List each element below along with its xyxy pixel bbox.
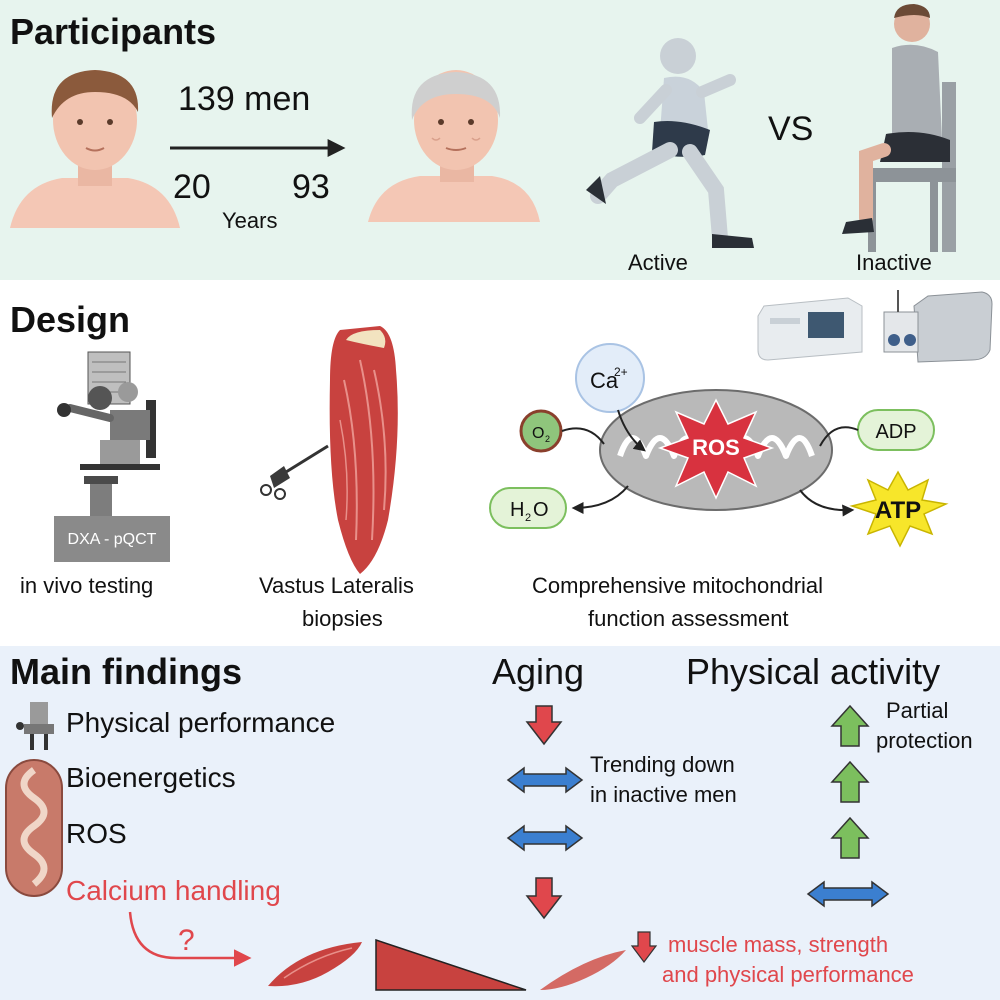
in-vivo-label: in vivo testing (20, 573, 153, 598)
biopsy-label-line1: Vastus Lateralis (259, 573, 414, 598)
activity-calcium-neutral-arrow (806, 880, 890, 908)
calcium-uptake-arrow (617, 409, 646, 452)
row-calcium-handling: Calcium handling (66, 875, 281, 906)
svg-text:O: O (533, 499, 549, 521)
young-man-illustration (10, 70, 180, 228)
trend-note-line2: in inactive men (590, 782, 737, 807)
aging-calcium-down-arrow (525, 877, 563, 920)
adp-label: ADP (875, 421, 916, 443)
water-output-arrow (571, 485, 629, 514)
oxygen-label: O (532, 425, 544, 442)
atp-burst-icon (849, 470, 949, 548)
physical-performance-icon (16, 702, 54, 750)
svg-text:2: 2 (525, 512, 531, 524)
spectrometer-instrument-icon (757, 297, 863, 361)
findings-heading: Main findings (10, 651, 242, 692)
oxygen-subscript: 2 (545, 434, 550, 444)
row-physical-performance: Physical performance (66, 707, 335, 738)
outcome-line1: muscle mass, strength (668, 932, 888, 957)
mito-label-line1: Comprehensive mitochondrial (532, 573, 823, 598)
activity-bioenergetics-up-arrow (830, 760, 870, 803)
dxa-pqct-label: DXA - pQCT (68, 531, 157, 548)
vastus-lateralis-muscle-illustration (329, 326, 398, 574)
decline-wedge-icon (375, 938, 527, 991)
aging-performance-down-arrow (525, 705, 563, 746)
active-label: Active (628, 250, 688, 275)
ros-burst-icon (657, 398, 775, 500)
atrophied-muscle-icon (540, 950, 626, 990)
atp-output-arrow (799, 489, 855, 517)
design-heading: Design (10, 299, 130, 340)
calcium-effect-arrow (128, 911, 252, 967)
respirometer-instrument-icon (883, 290, 993, 363)
inactive-sitting-man-illustration (842, 4, 956, 252)
oxygen-node: O 2 (519, 409, 563, 453)
age-start: 20 (173, 168, 211, 206)
partial-protection-line2: protection (876, 728, 973, 753)
dynamometer-chair-illustration (57, 351, 160, 470)
question-mark: ? (178, 924, 195, 957)
activity-column-heading: Physical activity (686, 651, 940, 692)
mito-label-line2: function assessment (588, 606, 789, 631)
calcium-charge: 2+ (614, 365, 628, 379)
vs-label: VS (768, 110, 813, 148)
calcium-label: Ca (590, 368, 619, 393)
row-ros: ROS (66, 818, 127, 849)
partial-protection-line1: Partial (886, 698, 948, 723)
atp-label: ATP (875, 497, 921, 524)
svg-text:H: H (510, 499, 524, 521)
inactive-label: Inactive (856, 250, 932, 275)
aging-column-heading: Aging (492, 651, 584, 692)
healthy-muscle-icon (268, 942, 362, 987)
activity-ros-up-arrow (830, 816, 870, 859)
participants-heading: Participants (10, 11, 216, 52)
water-label: H 2 O (510, 499, 549, 524)
water-node (489, 487, 567, 529)
age-end: 93 (292, 168, 330, 206)
trend-note-line1: Trending down (590, 752, 735, 777)
participants-panel (0, 0, 1000, 280)
old-man-illustration (368, 70, 540, 222)
outcome-down-arrow (630, 931, 658, 963)
biopsy-label-line2: biopsies (302, 606, 383, 631)
aging-bioenergetics-neutral-arrow (506, 766, 584, 794)
active-runner-illustration (586, 38, 754, 248)
oxygen-input-line (561, 427, 605, 445)
activity-performance-up-arrow (830, 704, 870, 747)
dxa-scanner-illustration: DXA - pQCT (54, 476, 170, 562)
aging-ros-neutral-arrow (506, 824, 584, 852)
mitochondrion-icon (5, 759, 63, 897)
calcium-ion-bubble: Ca 2+ (575, 343, 645, 413)
participant-count: 139 men (178, 80, 310, 118)
years-label: Years (222, 208, 277, 233)
findings-panel (0, 646, 1000, 1000)
ros-label: ROS (692, 435, 740, 460)
biopsy-needle-icon (260, 444, 329, 500)
outcome-line2: and physical performance (662, 962, 914, 987)
adp-input-line (819, 426, 859, 447)
row-bioenergetics: Bioenergetics (66, 762, 236, 793)
